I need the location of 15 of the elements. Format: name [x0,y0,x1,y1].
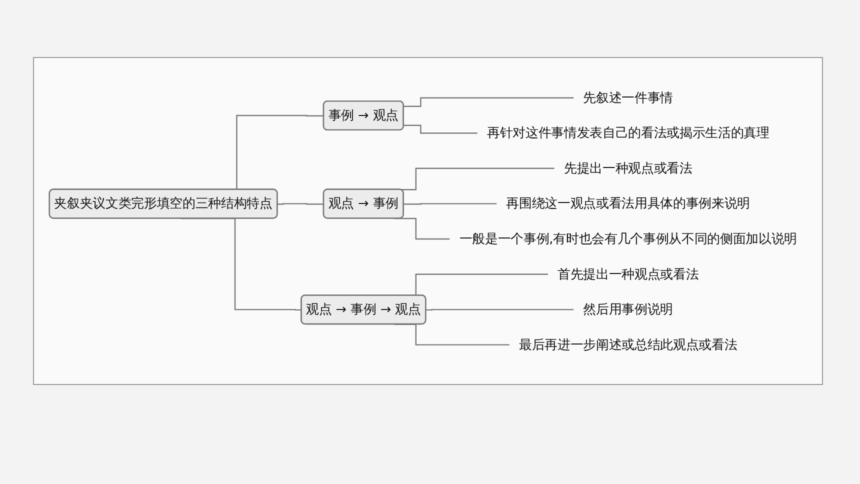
connector [404,96,574,107]
node-text: 然后用事例说明 [583,301,674,316]
node-text: 再针对这件事情发表自己的看法或揭示生活的真理 [487,124,770,140]
connector [426,308,574,310]
connector [180,218,302,310]
node-text: 一般是一个事例,有时也会有几个事例从不同的侧面加以说明 [459,230,797,246]
connector [404,124,478,134]
node-text: 先叙述一件事情 [583,89,674,105]
connector [404,202,497,204]
connector [278,202,324,204]
node-text: 再围绕这一观点或看法用具体的事例来说明 [506,195,750,211]
node-text: 首先提出一种观点或看法 [558,266,699,282]
connector [394,218,450,240]
node-text: 最后再进一步阐述或总结此观点或看法 [519,336,738,352]
node-text: 先提出一种观点或看法 [564,160,692,176]
